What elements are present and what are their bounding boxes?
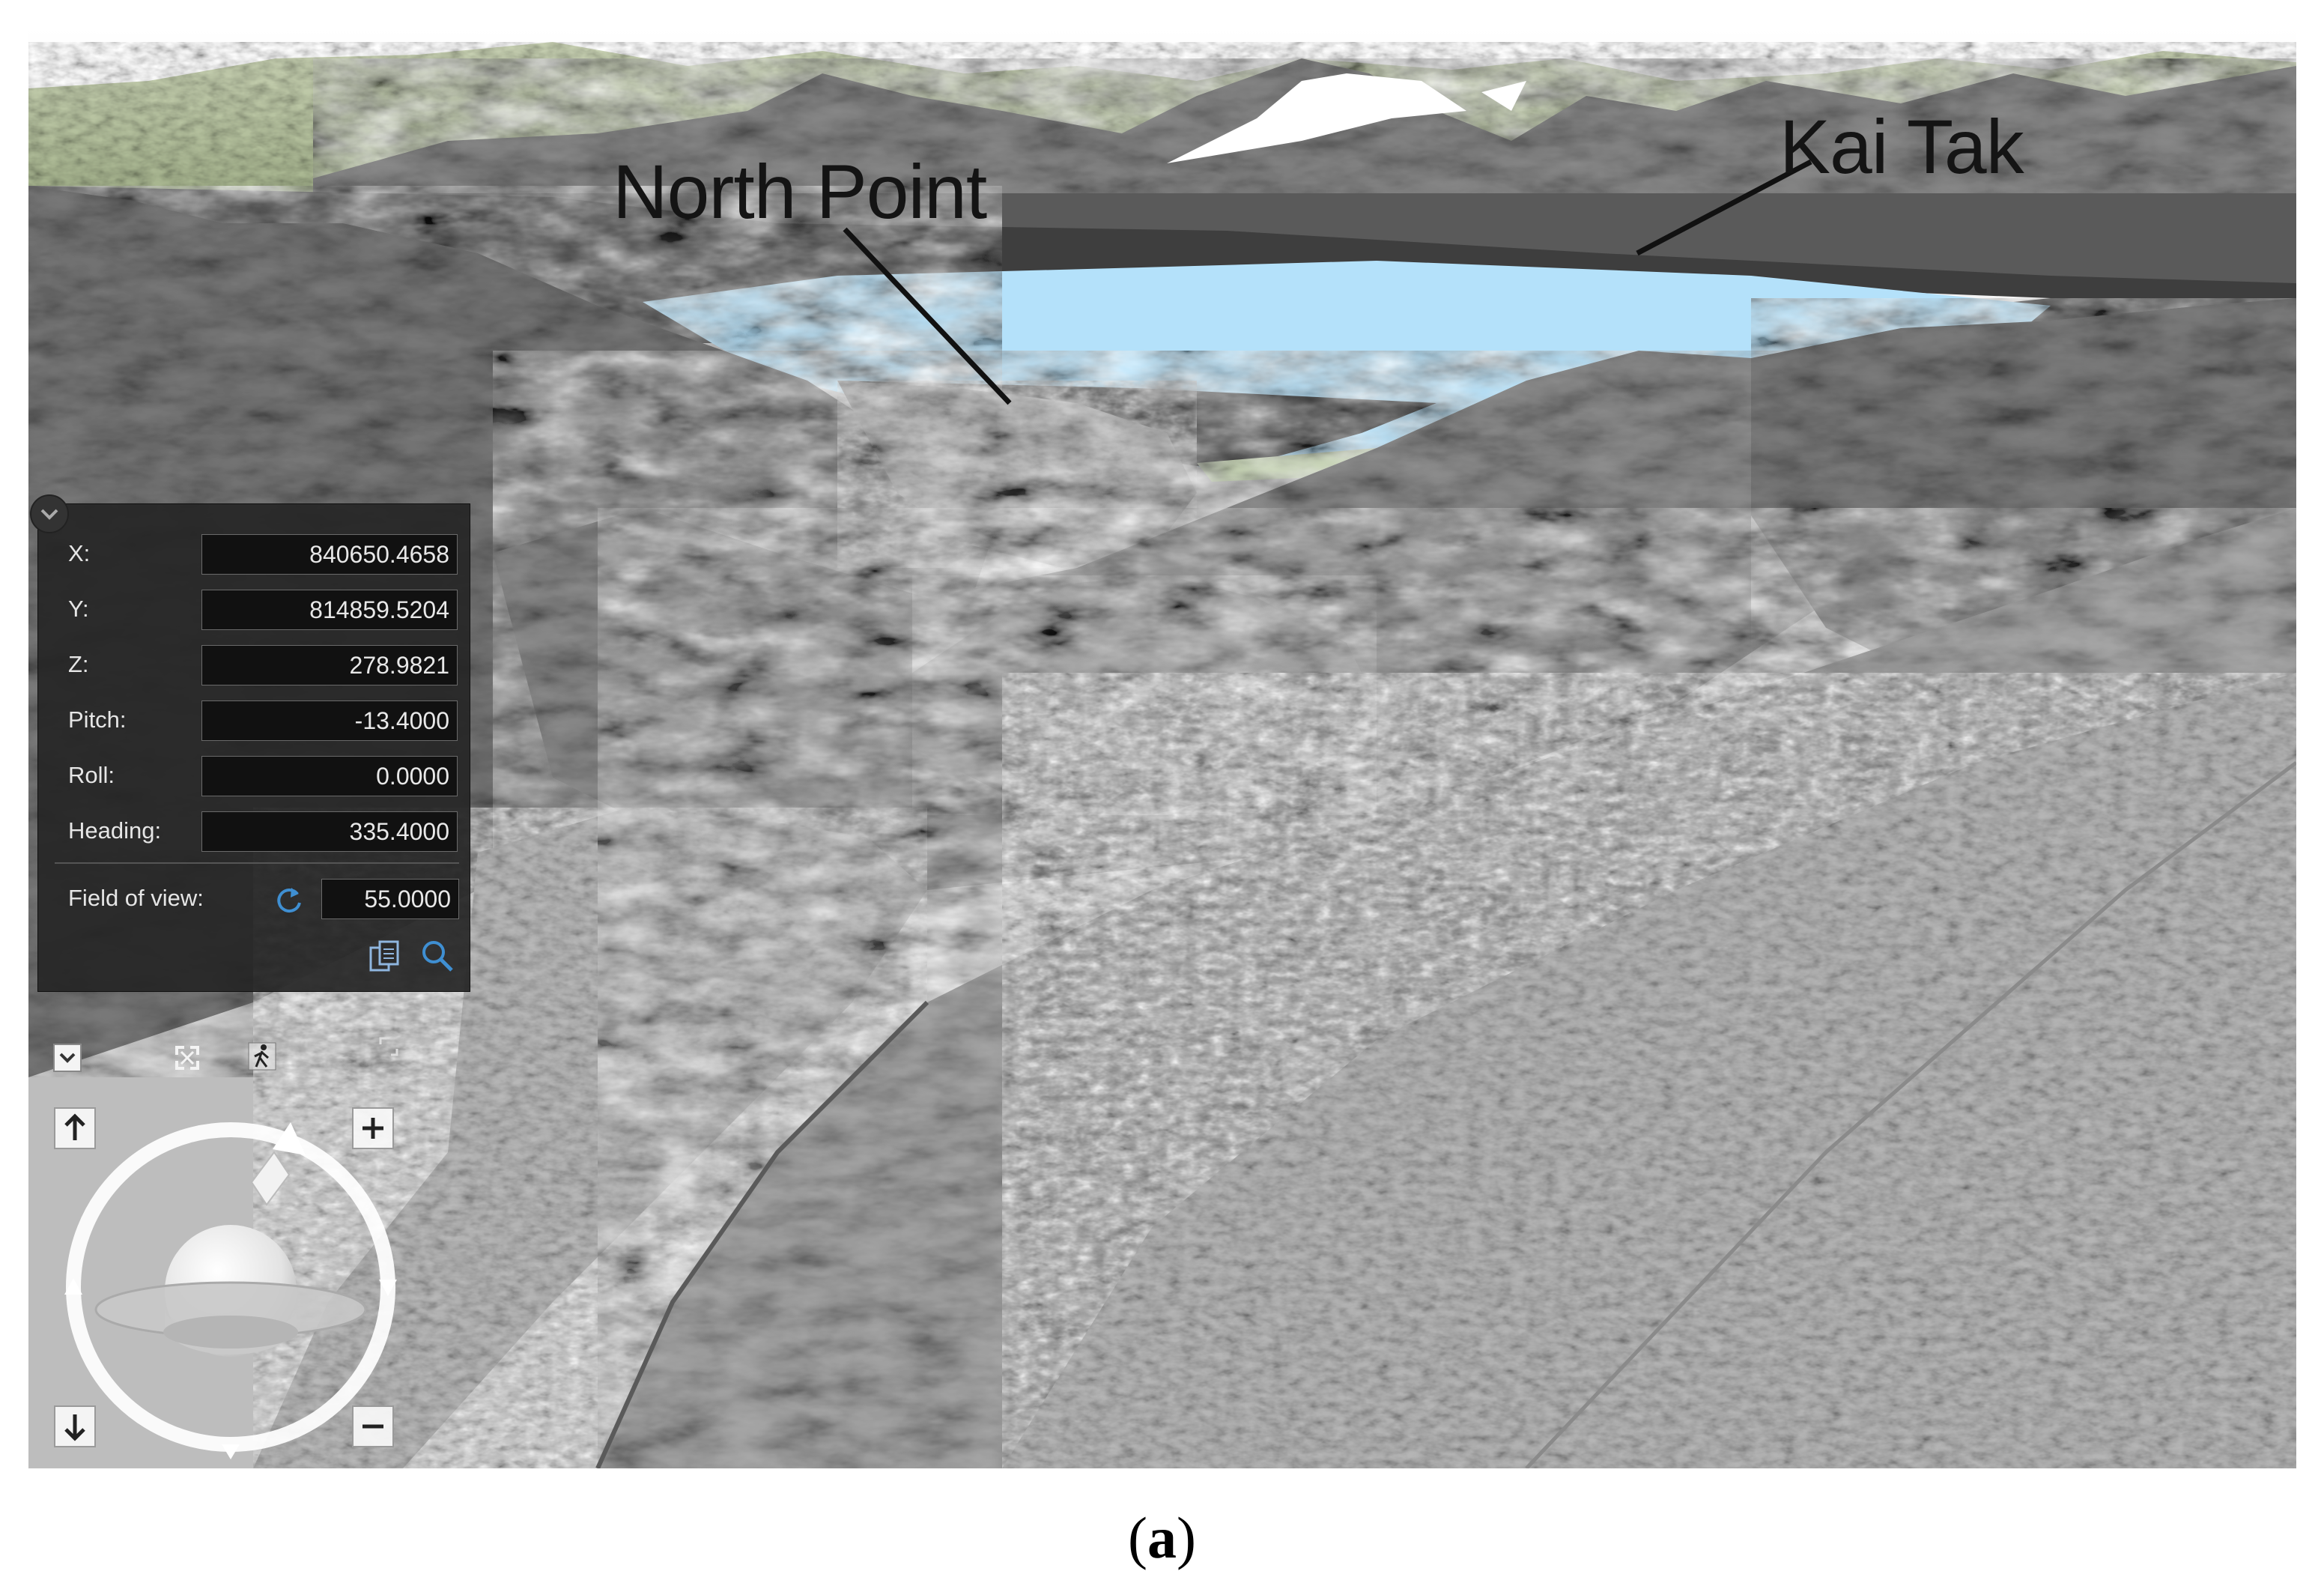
- map-viewport[interactable]: North Point Kai Tak: [28, 28, 2296, 1468]
- figure-caption: (a): [0, 1504, 2324, 1572]
- field-label: Pitch:: [68, 706, 127, 733]
- tilt-down-button[interactable]: [54, 1405, 96, 1447]
- copy-icon[interactable]: [368, 939, 402, 975]
- camera-properties-panel: X: 840650.4658 Y: 814859.5204 Z: 278.982…: [37, 503, 470, 992]
- y-value-input[interactable]: 814859.5204: [201, 590, 458, 630]
- tilt-up-button[interactable]: [54, 1107, 96, 1149]
- expand-icon[interactable]: [377, 1035, 400, 1058]
- camera-field-x: X: 840650.4658: [38, 534, 470, 578]
- roll-value-input[interactable]: 0.0000: [201, 756, 458, 796]
- field-label: Y:: [68, 596, 89, 622]
- caption-close: ): [1177, 1505, 1196, 1570]
- walk-icon[interactable]: [247, 1041, 277, 1071]
- reset-icon[interactable]: [272, 883, 306, 918]
- field-label: X:: [68, 540, 91, 566]
- camera-field-fov: Field of view: 55.0000: [38, 879, 470, 922]
- search-icon[interactable]: [419, 937, 456, 975]
- x-value-input[interactable]: 840650.4658: [201, 534, 458, 575]
- label-north-point: North Point: [613, 149, 987, 234]
- camera-field-y: Y: 814859.5204: [38, 590, 470, 633]
- camera-field-roll: Roll: 0.0000: [38, 756, 470, 799]
- label-kai-tak: Kai Tak: [1780, 104, 2024, 190]
- camera-field-pitch: Pitch: -13.4000: [38, 700, 470, 744]
- terrain-scene: [28, 28, 2296, 1468]
- heading-value-input[interactable]: 335.4000: [201, 811, 458, 852]
- globe-icon: [94, 1225, 367, 1357]
- down-arrow-icon: [64, 1414, 85, 1441]
- camera-field-z: Z: 278.9821: [38, 645, 470, 688]
- zoom-in-button[interactable]: [352, 1107, 394, 1149]
- fov-value-input[interactable]: 55.0000: [321, 879, 459, 919]
- chevron-down-icon: [40, 509, 58, 520]
- kai-tak-leader-line: [1636, 159, 1812, 256]
- zoom-out-button[interactable]: [352, 1405, 394, 1447]
- caption-letter: a: [1147, 1505, 1177, 1570]
- field-label: Z:: [68, 651, 89, 677]
- fov-label: Field of view:: [68, 885, 204, 911]
- north-point-leader-line: [843, 227, 1012, 405]
- panel-divider: [55, 862, 459, 864]
- zoom-out-icon: [362, 1424, 383, 1429]
- collapse-icon[interactable]: [52, 1043, 82, 1073]
- up-arrow-icon: [64, 1113, 85, 1140]
- z-value-input[interactable]: 278.9821: [201, 645, 458, 685]
- compass-icon[interactable]: [51, 1107, 410, 1467]
- fullscreen-icon[interactable]: [172, 1043, 202, 1073]
- caption-open: (: [1128, 1505, 1147, 1570]
- field-label: Roll:: [68, 762, 115, 788]
- panel-collapse-button[interactable]: [30, 494, 69, 533]
- field-label: Heading:: [68, 817, 162, 844]
- zoom-in-icon: [362, 1118, 383, 1139]
- pitch-value-input[interactable]: -13.4000: [201, 700, 458, 741]
- camera-field-heading: Heading: 335.4000: [38, 811, 470, 855]
